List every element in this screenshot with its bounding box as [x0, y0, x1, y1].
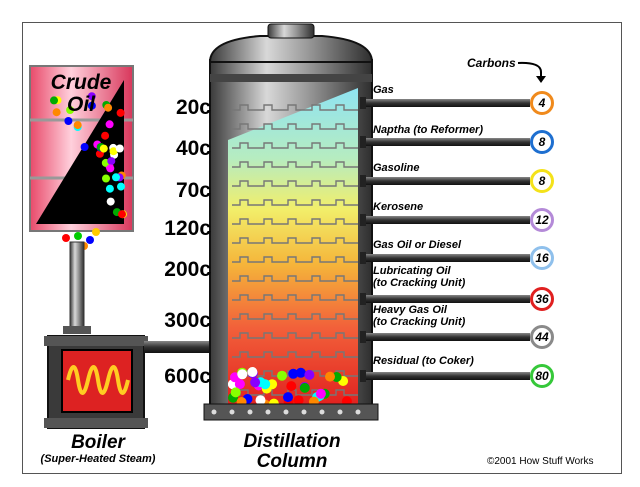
fraction-label-naptha: Naptha (to Reformer) — [373, 124, 484, 136]
carbon-count-badge: 12 — [530, 208, 554, 232]
temperature-label: 120c — [164, 217, 211, 240]
crude-oil-label: Crude Oil — [50, 71, 112, 116]
output-pipe — [362, 372, 530, 380]
output-pipe — [362, 295, 530, 303]
distillation-column — [203, 23, 379, 421]
temperature-label: 200c — [164, 258, 211, 281]
boiler-to-column-pipe — [144, 341, 228, 353]
output-pipe — [362, 333, 530, 341]
temperature-label: 300c — [164, 309, 211, 332]
column-label: Distillation Column — [243, 431, 341, 472]
temperature-label: 20c — [175, 96, 211, 119]
copyright: ©2001 How Stuff Works — [487, 456, 594, 467]
carbon-count-badge: 36 — [530, 287, 554, 311]
fraction-label-diesel: Gas Oil or Diesel — [373, 239, 462, 251]
carbon-count-badge: 8 — [530, 169, 554, 193]
temperature-label: 600c — [164, 365, 211, 388]
temperature-label: 70c — [175, 179, 211, 202]
carbon-count-badge: 44 — [530, 325, 554, 349]
carbon-count-badge: 16 — [530, 246, 554, 270]
carbon-count-badge: 80 — [530, 364, 554, 388]
output-pipe — [362, 138, 530, 146]
output-pipe — [362, 99, 530, 107]
output-pipe — [362, 216, 530, 224]
boiler-sub-label: (Super-Heated Steam) — [40, 453, 156, 465]
fraction-label-gasoline: Gasoline — [373, 162, 420, 174]
boiler — [44, 335, 148, 429]
output-pipes — [360, 97, 530, 382]
carbons-arrow — [517, 61, 542, 78]
fraction-label-kerosene: Kerosene — [373, 201, 424, 213]
fraction-label-residual: Residual (to Coker) — [373, 355, 474, 367]
fraction-label-heavy-gas-oil: Heavy Gas Oil (to Cracking Unit) — [373, 304, 466, 328]
output-pipe — [362, 254, 530, 262]
fraction-label-gas: Gas — [373, 84, 394, 96]
crude-oil-barrel — [29, 65, 134, 250]
carbons-header: Carbons — [467, 56, 516, 70]
fraction-label-lubricating-oil: Lubricating Oil (to Cracking Unit) — [373, 265, 466, 289]
temperature-label: 40c — [175, 137, 211, 160]
carbon-count-badge: 8 — [530, 130, 554, 154]
carbon-count-badge: 4 — [530, 91, 554, 115]
output-pipe — [362, 177, 530, 185]
boiler-label: Boiler — [71, 432, 125, 453]
